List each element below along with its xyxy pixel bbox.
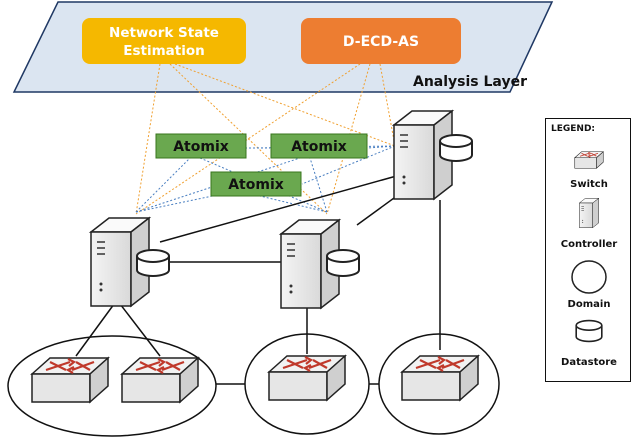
atomix-node: Atomix xyxy=(210,171,302,197)
legend-label-switch: Switch xyxy=(570,179,608,190)
legend-label-datastore: Datastore xyxy=(561,357,617,368)
switch xyxy=(30,356,110,404)
svg-text:D-ECD-AS: D-ECD-AS xyxy=(343,34,419,50)
atomix-node: Atomix xyxy=(270,133,368,159)
switch-icon xyxy=(546,149,632,176)
analysis-layer-label: Analysis Layer xyxy=(413,74,527,90)
svg-text:Atomix: Atomix xyxy=(173,139,229,155)
switch xyxy=(267,354,347,402)
legend-title: LEGEND: xyxy=(551,124,596,134)
svg-text:Network State: Network State xyxy=(109,25,219,41)
domain-1 xyxy=(7,335,217,437)
controller-icon xyxy=(546,197,632,234)
datastore-icon xyxy=(546,319,632,348)
svg-text:Atomix: Atomix xyxy=(228,177,284,193)
domain-icon xyxy=(546,259,632,300)
d-ecd-as-box: D-ECD-AS xyxy=(301,18,461,64)
legend-label-domain: Domain xyxy=(567,299,611,310)
svg-text:Atomix: Atomix xyxy=(291,139,347,155)
svg-text:Estimation: Estimation xyxy=(123,43,204,59)
switch xyxy=(400,354,480,402)
legend: LEGEND: Switch Controller Domain Datasto… xyxy=(545,118,631,382)
legend-label-controller: Controller xyxy=(560,239,618,250)
atomix-node: Atomix xyxy=(155,133,247,159)
network-state-estimation-box: Network State Estimation xyxy=(82,18,246,64)
switch xyxy=(120,356,200,404)
controller xyxy=(393,110,473,200)
controller xyxy=(90,217,170,307)
controller xyxy=(280,219,360,309)
